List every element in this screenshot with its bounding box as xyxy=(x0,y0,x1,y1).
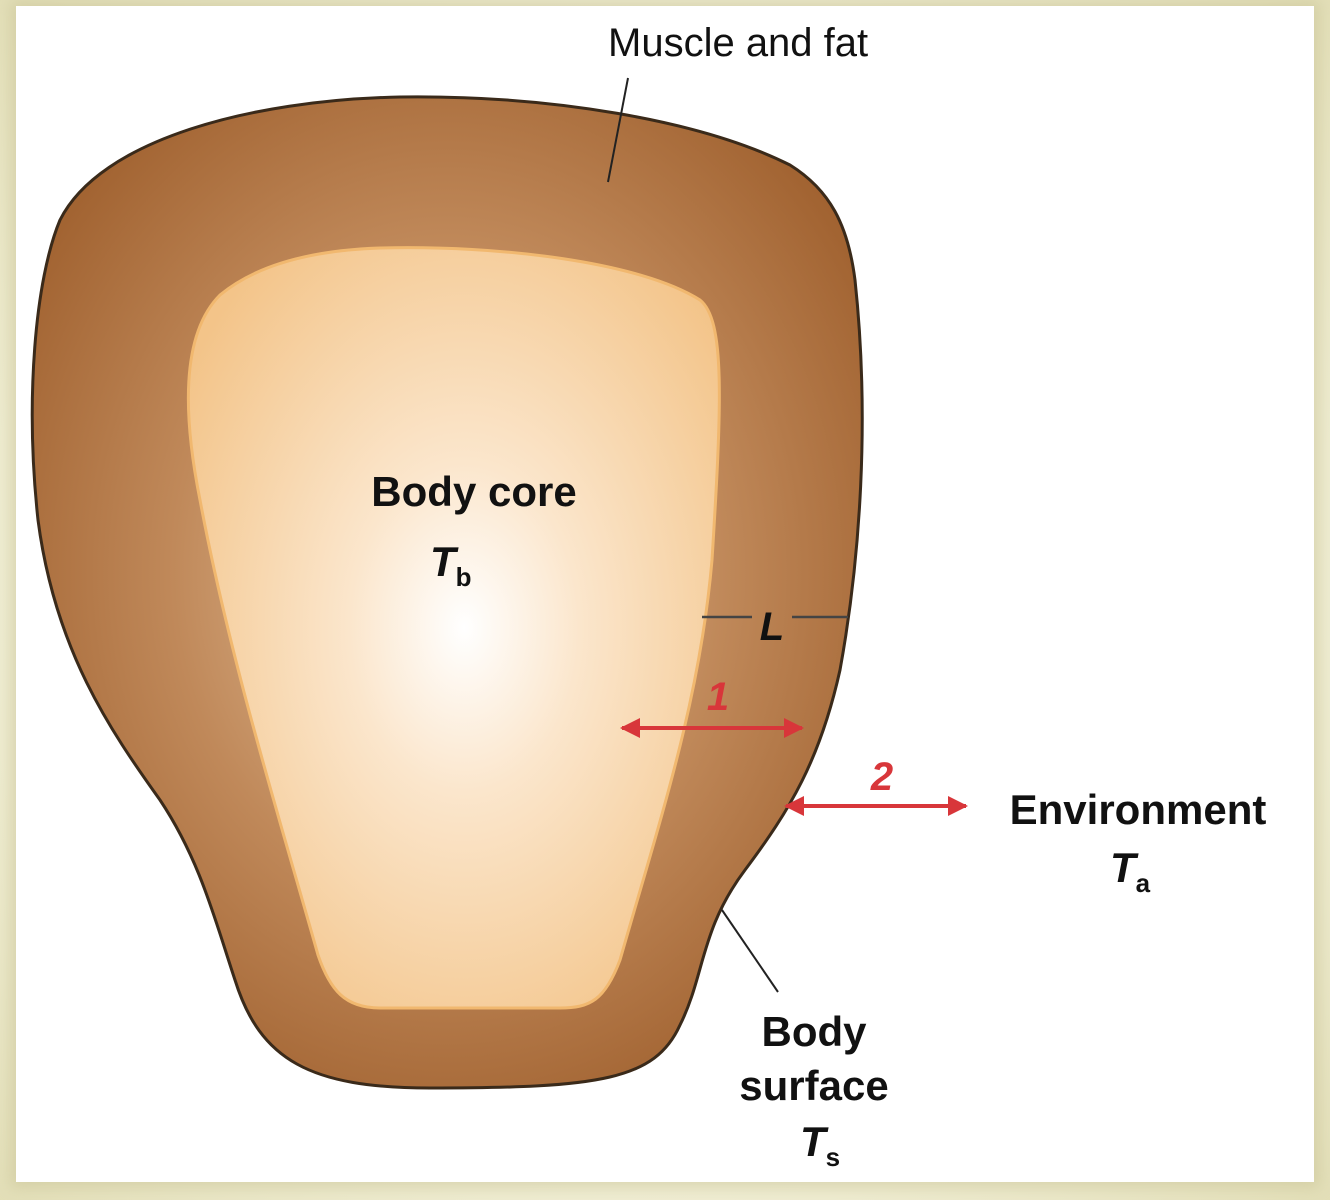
muscle-fat-label: Muscle and fat xyxy=(608,21,868,65)
body-core-label: Body core xyxy=(371,468,576,515)
body-surface-label-line1: Body xyxy=(762,1008,868,1055)
muscle-fat-leader xyxy=(607,77,629,183)
arrow-2-label: 2 xyxy=(870,755,893,799)
body-surface-leader xyxy=(721,909,779,993)
body-core-region xyxy=(186,246,721,1010)
body-surface-label-line2: surface xyxy=(739,1062,888,1109)
body-surface-temperature: Ts xyxy=(800,1118,840,1172)
environment-temperature: Ta xyxy=(1110,844,1151,898)
thickness-label: L xyxy=(760,605,784,649)
arrow-1-label: 1 xyxy=(707,675,729,719)
environment-label: Environment xyxy=(1010,786,1267,833)
body-core-temperature: Tb xyxy=(430,538,472,592)
